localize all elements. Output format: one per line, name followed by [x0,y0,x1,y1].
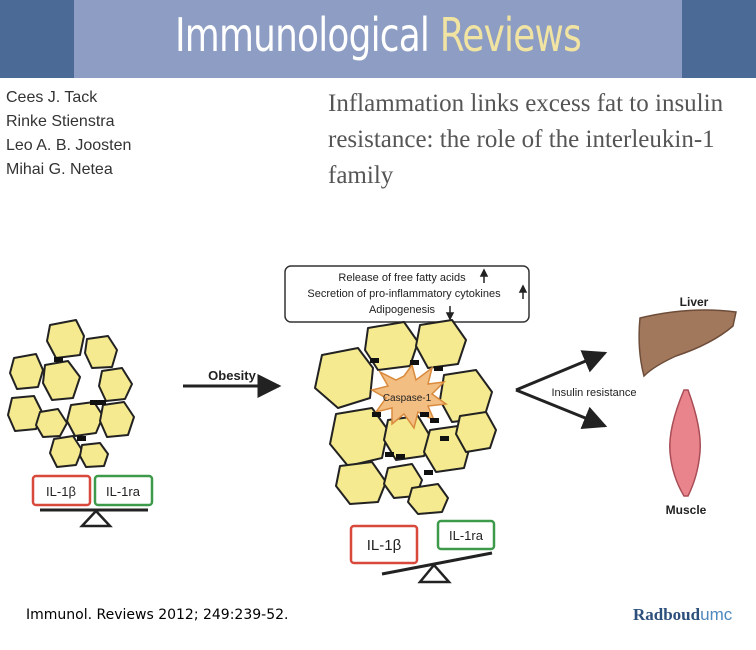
author-2: Rinke Stienstra [6,113,115,130]
banner-right-block [682,0,756,78]
adipocyte [335,461,387,505]
adipocyte [46,319,85,359]
journal-title: Immunological Reviews [83,8,673,62]
logo-part2: umc [700,605,733,624]
balance-fulcrum-right [417,563,452,584]
logo-part1: Radboud [633,605,701,624]
effects-box [284,265,530,323]
balance-fulcrum-left [79,509,113,528]
adipocyte [7,395,43,432]
insulin-resistance-label: Insulin resistance [552,387,637,399]
author-list: Cees J. Tack Rinke Stienstra Leo A. B. J… [6,86,131,182]
effect-cytokines: Secretion of pro-inflammatory cytokines [307,288,501,300]
adipocyte [42,360,81,401]
adipocyte [99,401,135,438]
arrow-to-muscle [515,388,608,430]
adipocyte [329,407,389,467]
adipocyte [84,335,118,369]
obesity-figure: IL-1β IL-1ra Obesity Release of free fat… [7,265,737,584]
liver-icon [638,309,737,378]
liver-label: Liver [680,295,709,309]
il1ra-box-right [436,519,496,551]
journal-title-word1: Immunological [174,8,430,62]
effect-adipogenesis: Adipogenesis [369,304,436,316]
arrow-to-liver [515,350,608,392]
author-4: Mihai G. Netea [6,161,113,178]
il1ra-box-left [93,474,154,507]
macrophage-markers-obese [370,358,449,475]
adipocyte [79,442,109,468]
obesity-label: Obesity [208,368,256,383]
caspase-label: Caspase-1 [383,393,432,404]
adipocyte [383,415,431,461]
il1ra-label-right: IL-1ra [449,528,484,543]
trend-arrows [445,268,528,321]
adipocyte [415,319,467,369]
adipocyte [455,411,497,453]
muscle-icon [669,389,701,497]
il1b-label-right: IL-1β [367,537,402,554]
il1b-box-left [31,474,92,507]
muscle-label: Muscle [666,503,707,517]
adipocyte [66,401,104,437]
banner-left-block [0,0,74,78]
adipocyte [9,353,44,390]
adipocyte [35,408,68,438]
journal-title-word2: Reviews [439,8,582,62]
adipocyte [98,367,133,402]
il1b-label-left: IL-1β [46,484,76,499]
citation: Immunol. Reviews 2012; 249:239-52. [26,607,289,623]
il1b-box-right [349,524,419,565]
radboudumc-logo: Radboudumc [633,605,732,625]
adipocyte [407,483,449,515]
il1ra-label-left: IL-1ra [106,484,141,499]
balance-beam-right [381,551,493,576]
adipocyte [314,347,374,409]
article-title: Inflammation links excess fat to insulin… [328,90,724,189]
macrophage-markers [54,357,106,441]
author-3: Leo A. B. Joosten [6,137,132,154]
lean-adipose-tissue [7,319,135,468]
journal-banner: Immunological Reviews [0,0,756,78]
effect-ffa: Release of free fatty acids [338,272,466,284]
adipocyte [49,435,83,468]
author-1: Cees J. Tack [6,89,98,106]
